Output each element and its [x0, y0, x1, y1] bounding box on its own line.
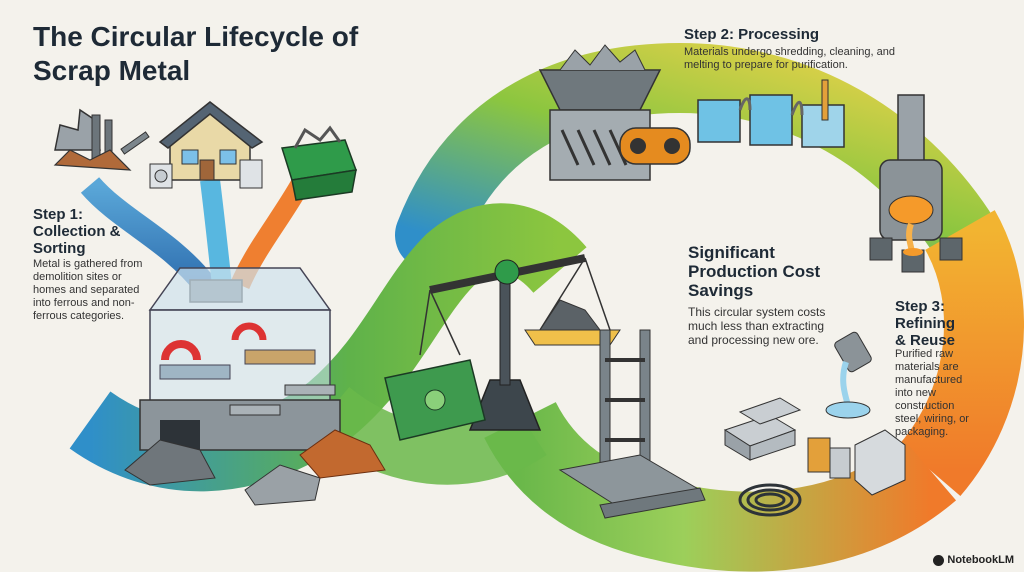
sorting-machine-icon: [124, 267, 386, 506]
cycle-band-lower: [310, 386, 547, 485]
savings-heading: Significant Production Cost Savings: [688, 243, 821, 300]
step1-heading: Step 1: Collection & Sorting: [33, 206, 121, 257]
step1-body: Metal is gathered from demolition sites …: [33, 258, 143, 322]
pouring-ladle-icon: [825, 331, 872, 419]
steel-frame-icon: [558, 329, 706, 519]
balance-scale-icon: [384, 254, 621, 441]
step2-heading: Step 2: Processing: [684, 26, 820, 43]
cans-icon: [807, 429, 906, 496]
cycle-band-right: [898, 210, 1024, 497]
demolition-rubble-icon: [53, 108, 150, 171]
dumpster-icon: [281, 125, 358, 201]
savings-body: This circular system costs much less tha…: [688, 305, 826, 347]
brand-watermark: NotebookLM: [933, 554, 1014, 566]
steel-ingots-icon: [723, 397, 802, 461]
cycle-band-bottom: [484, 401, 957, 572]
cycle-band-top: [395, 42, 995, 270]
step2-body: Materials undergo shredding, cleaning, a…: [684, 46, 895, 71]
step3-body: Purified raw materials are manufactured …: [895, 348, 969, 438]
step3-heading: Step 3: Refining & Reuse: [895, 298, 956, 349]
notebooklm-logo-icon: [933, 554, 945, 566]
page-title: The Circular Lifecycle of Scrap Metal: [33, 21, 359, 86]
wire-coil-icon: [738, 483, 802, 517]
shredder-icon: [538, 44, 691, 181]
cleaning-tanks-icon: [697, 79, 845, 148]
house-icon: [149, 101, 264, 189]
brand-label: NotebookLM: [947, 554, 1014, 566]
furnace-icon: [869, 94, 963, 273]
